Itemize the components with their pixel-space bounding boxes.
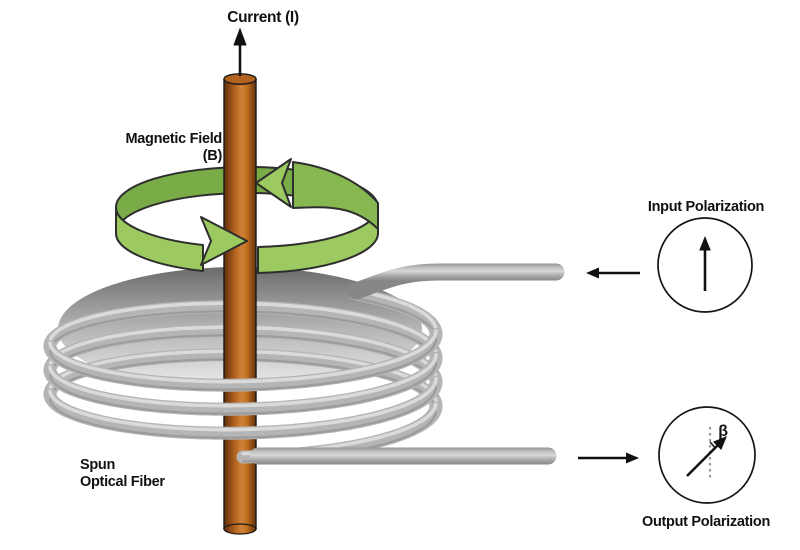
ribbon-front-left-band (114, 206, 204, 272)
spun-fiber-label-line2: Optical Fiber (80, 474, 165, 490)
coil-front-turns (43, 327, 443, 464)
ribbon-front-right-band (257, 206, 380, 274)
input-feed-arrowhead-icon (586, 267, 599, 279)
current-label: Current (I) (227, 9, 299, 26)
output-polarization: β Output Polarization (578, 406, 770, 530)
fiber-lead-in (347, 263, 565, 300)
conductor-rod-bottom-cap (223, 523, 257, 535)
magnetic-field-label-line1: Magnetic Field (125, 131, 222, 147)
magnetic-field-ribbon-front (114, 158, 380, 274)
input-polarization-label: Input Polarization (648, 199, 764, 215)
output-polarization-vector-shaft (686, 443, 720, 477)
coil-front-shading (48, 337, 438, 463)
ribbon-upper-shaft (292, 161, 379, 230)
spun-fiber-label-line1: Spun (80, 457, 115, 473)
output-polarization-arrowhead-icon (713, 436, 727, 450)
output-polarization-label: Output Polarization (642, 514, 770, 530)
fiber-coil-front (43, 327, 443, 464)
magnetic-field-label-line2: (B) (203, 148, 223, 164)
current-arrowhead-icon (233, 27, 247, 46)
current-arrow (233, 27, 247, 76)
output-feed-arrowhead-icon (626, 452, 639, 464)
field-arrowhead-left-icon (255, 158, 292, 208)
rotation-angle-symbol: β (718, 423, 728, 440)
input-polarization: Input Polarization (586, 199, 764, 313)
coil-front-highlight (48, 329, 438, 456)
conductor-rod (223, 73, 257, 535)
input-polarization-arrowhead-icon (699, 236, 711, 251)
field-arrowhead-right-icon (200, 216, 248, 266)
